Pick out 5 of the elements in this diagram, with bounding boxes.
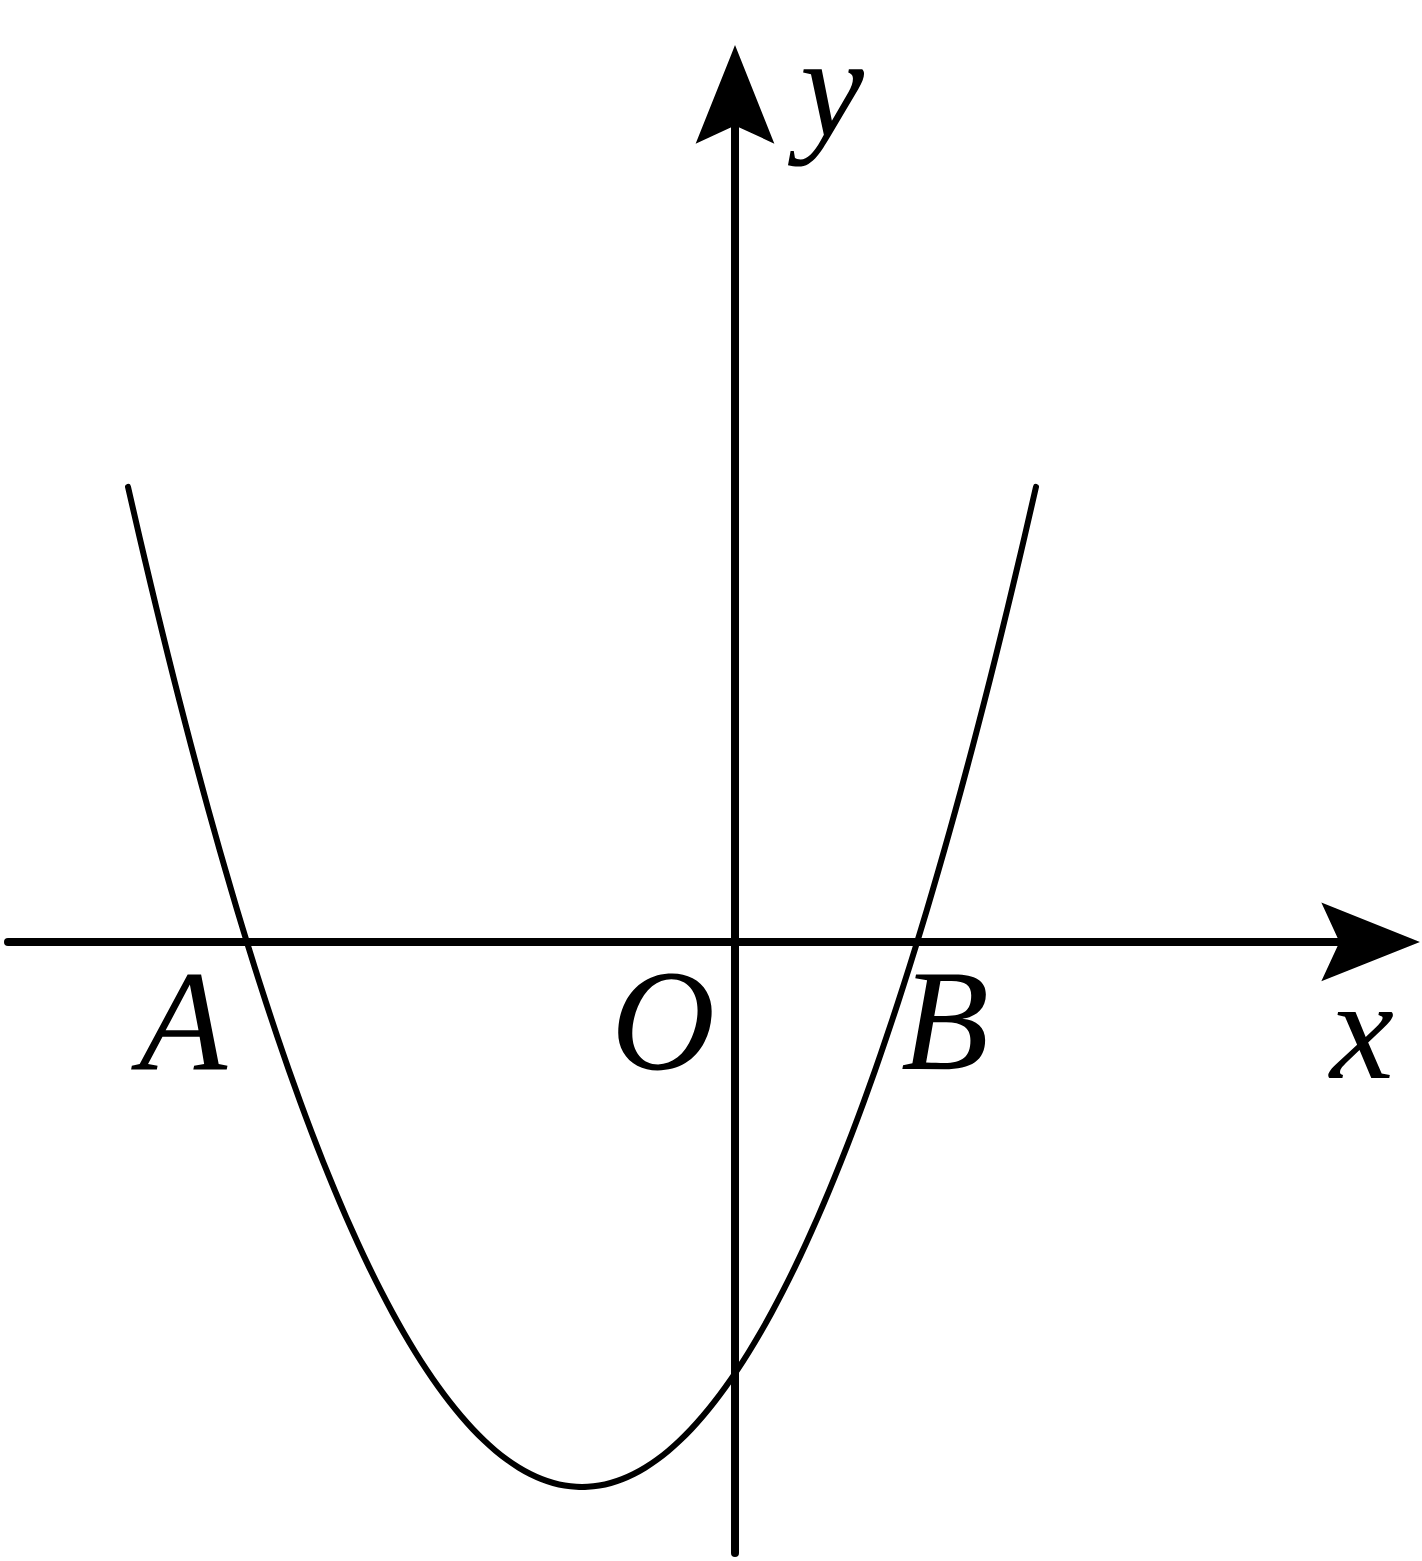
axis-label: x [1328, 1011, 1393, 1079]
point-label: A [131, 974, 228, 1070]
point-label: B [902, 974, 986, 1070]
axis-label: y [788, 69, 865, 167]
point-label: O [618, 973, 712, 1071]
